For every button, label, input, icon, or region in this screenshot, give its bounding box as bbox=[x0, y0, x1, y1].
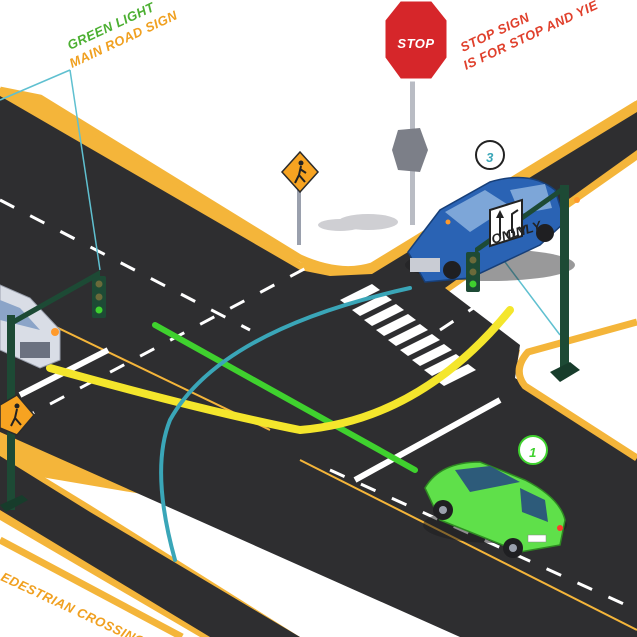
stop-sign bbox=[338, 0, 450, 230]
blue-car bbox=[405, 176, 580, 283]
stop-sign-text: STOP bbox=[397, 36, 434, 51]
only-direction-sign bbox=[489, 198, 523, 248]
marker-1-text: 1 bbox=[529, 445, 537, 460]
pedestrian-sign-left bbox=[0, 394, 35, 436]
yellow-path bbox=[46, 306, 514, 435]
marker-3 bbox=[475, 140, 505, 170]
marker-3-text: 3 bbox=[486, 150, 494, 165]
teal-path bbox=[159, 286, 412, 562]
green-car bbox=[423, 461, 567, 558]
green-path bbox=[152, 322, 418, 473]
leader-lines bbox=[0, 69, 561, 336]
lane-markings bbox=[0, 198, 637, 612]
curb-edges bbox=[0, 86, 637, 637]
marker-1 bbox=[518, 435, 548, 465]
zebra-crossing bbox=[340, 284, 476, 386]
